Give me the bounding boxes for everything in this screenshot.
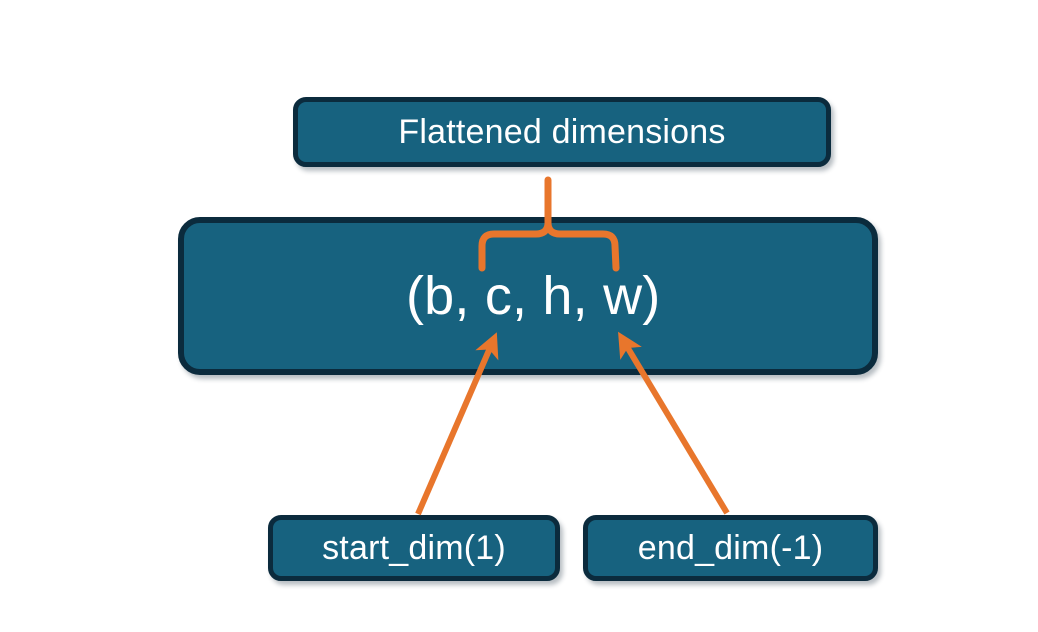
start-dim-box: start_dim(1) xyxy=(268,515,560,581)
flattened-dimensions-label: Flattened dimensions xyxy=(398,113,726,151)
end-dim-box: end_dim(-1) xyxy=(583,515,878,581)
flattened-dimensions-box: Flattened dimensions xyxy=(293,97,831,167)
end-dim-label: end_dim(-1) xyxy=(637,529,824,567)
tensor-shape-label: (b, c, h, w) xyxy=(406,266,661,326)
start-dim-label: start_dim(1) xyxy=(322,529,506,567)
tensor-shape-box: (b, c, h, w) xyxy=(178,217,878,375)
